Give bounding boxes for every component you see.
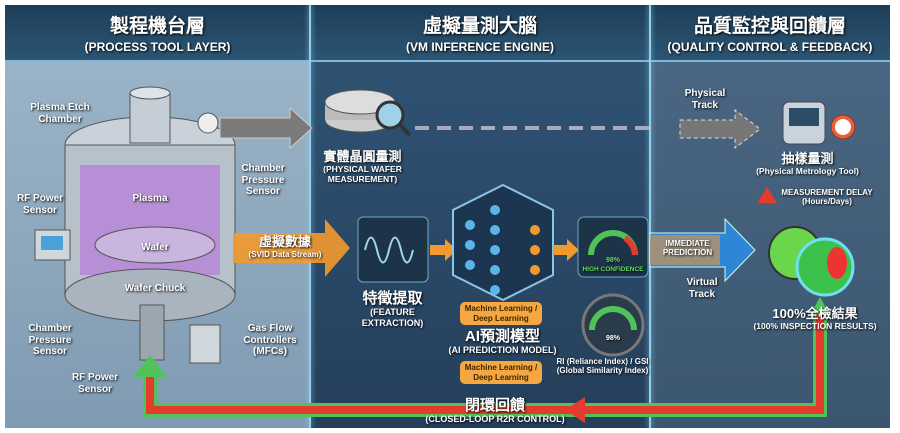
model-label: AI預測模型 (AI PREDICTION MODEL) <box>440 328 565 356</box>
divider <box>649 5 651 428</box>
arrow-physical <box>219 106 313 150</box>
label-pressure-sensor-top: Chamber Pressure Sensor <box>241 163 285 197</box>
label-rf-sensor-bottom: RF Power Sensor <box>71 372 119 395</box>
sampling-en: (Physical Metrology Tool) <box>756 165 859 176</box>
label-pressure-sensor-bottom: Chamber Pressure Sensor <box>28 323 72 357</box>
virtual-track-label: Virtual Track <box>686 277 718 300</box>
feedback-en: (CLOSED-LOOP R2R CONTROL) <box>425 414 565 425</box>
header-process: 製程機台層 (PROCESS TOOL LAYER) <box>5 11 310 54</box>
infographic: 製程機台層 (PROCESS TOOL LAYER) 虛擬量測大腦 (VM IN… <box>5 5 890 428</box>
ri-value: 98% <box>605 335 620 342</box>
ri-gauge-icon <box>581 293 645 357</box>
result-label: 100%全檢結果 (100% INSPECTION RESULTS) <box>740 306 890 332</box>
wafer-stack-icon <box>324 89 412 137</box>
ri-label: RI (Reliance Index) / GSI (Global Simila… <box>556 357 649 376</box>
header-engine-en: (VM INFERENCE ENGINE) <box>405 40 554 54</box>
feature-label: 特徵提取 (FEATURE EXTRACTION) <box>350 290 435 328</box>
divider <box>309 5 311 428</box>
arrow-svid <box>233 219 350 277</box>
result-en: (100% INSPECTION RESULTS) <box>753 320 877 331</box>
sampling-zh: 抽樣量測 <box>781 151 834 166</box>
phys-meas-en: (PHYSICAL WAFER MEASUREMENT) <box>323 163 402 184</box>
arrow-physical-track <box>679 108 761 150</box>
immediate-label: IMMEDIATE PREDICTION <box>662 239 713 258</box>
header-engine-zh: 虛擬量測大腦 <box>422 16 537 37</box>
feature-extraction-icon <box>357 216 429 283</box>
header-quality-en: (QUALITY CONTROL & FEEDBACK) <box>667 40 873 54</box>
confidence-label: HIGH CONFIDENCE <box>582 266 644 273</box>
svid-en: (SVID Data Stream) <box>248 249 322 259</box>
header-quality: 品質監控與回饋層 (QUALITY CONTROL & FEEDBACK) <box>650 11 890 54</box>
model-zh: AI預測模型 <box>464 328 540 345</box>
neural-network-icon <box>452 183 554 302</box>
ml-badge: Machine Learning / Deep Learning <box>460 302 542 326</box>
phys-meas-zh: 實體晶圓量測 <box>323 149 402 164</box>
label-wafer: Wafer <box>141 242 169 253</box>
header-process-en: (PROCESS TOOL LAYER) <box>84 40 231 54</box>
plasma-chamber-icon <box>34 86 236 364</box>
model-en: (AI PREDICTION MODEL) <box>448 345 557 356</box>
header-quality-zh: 品質監控與回饋層 <box>693 16 846 37</box>
header-engine: 虛擬量測大腦 (VM INFERENCE ENGINE) <box>310 11 650 54</box>
phys-meas-label: 實體晶圓量測 (PHYSICAL WAFER MEASUREMENT) <box>310 149 415 184</box>
warning-icon <box>757 187 777 203</box>
feature-en: (FEATURE EXTRACTION) <box>361 307 424 328</box>
feedback-label: 閉環回饋 (CLOSED-LOOP R2R CONTROL) <box>425 397 565 425</box>
header-process-zh: 製程機台層 <box>109 16 205 37</box>
svid-zh: 虛擬數據 <box>258 234 311 249</box>
physical-track-label: Physical Track <box>684 88 726 111</box>
delay-text: MEASUREMENT DELAY <box>781 188 873 197</box>
confidence-value: 98% <box>605 257 620 264</box>
feedback-zh: 閉環回饋 <box>464 397 525 414</box>
feature-zh: 特徵提取 <box>362 290 423 307</box>
delay-sub: (Hours/Days) <box>802 197 852 207</box>
header: 製程機台層 (PROCESS TOOL LAYER) 虛擬量測大腦 (VM IN… <box>5 5 890 62</box>
label-gas-flow: Gas Flow Controllers (MFCs) <box>243 323 297 357</box>
confidence-gauge-icon <box>577 216 649 278</box>
sampling-label: 抽樣量測 (Physical Metrology Tool) <box>740 151 875 177</box>
label-rf-sensor-top: RF Power Sensor <box>16 193 64 216</box>
delay-label: MEASUREMENT DELAY (Hours/Days) <box>777 188 877 206</box>
result-zh: 100%全檢結果 <box>772 306 858 321</box>
ml-badge: Machine Learning / Deep Learning <box>460 361 542 385</box>
label-plasma: Plasma <box>132 193 168 204</box>
diagram-graphics <box>34 86 856 423</box>
svid-label: 虛擬數據 (SVID Data Stream) <box>240 234 330 259</box>
label-chuck: Wafer Chuck <box>124 283 186 294</box>
label-chamber: Plasma Etch Chamber <box>30 102 90 125</box>
